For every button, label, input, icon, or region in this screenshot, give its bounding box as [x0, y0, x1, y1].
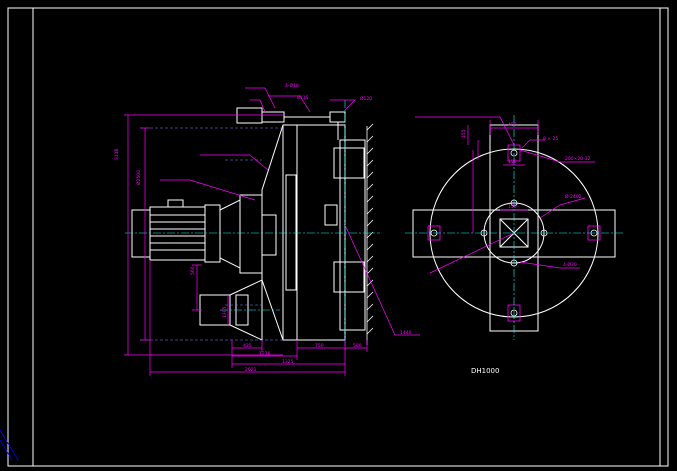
plan-view: 400 155 8 × 25 150 150 Ø 2400 200×20-12 … [405, 115, 625, 340]
plan-slot: 8 × 25 [543, 136, 558, 142]
side-dimension-text: 3118 Ø2500 560 1305 435 1270 750 580 132… [114, 82, 412, 373]
drawing-title-line-1: DH1000 [471, 367, 499, 375]
dim-top-a: 4-Ø18 [285, 82, 299, 89]
wall-hatch [366, 123, 374, 345]
dim-dia-left: Ø2500 [135, 170, 142, 185]
plan-center-lines [405, 115, 625, 340]
dim-d1: 1440 [400, 330, 412, 336]
plan-radius: Ø 2400 [565, 193, 582, 200]
dimension-lines [124, 87, 420, 376]
dim-d5: 580 [353, 343, 362, 349]
motor [131, 194, 277, 274]
dim-d6: 1325 [282, 359, 294, 365]
plan-dia-label: 4-Ø30 [563, 261, 577, 268]
dim-vert-small: 560 [190, 266, 196, 275]
side-view: 3118 Ø2500 560 1305 435 1270 750 580 132… [114, 82, 420, 376]
corner-mark [0, 429, 19, 461]
dim-d4: 750 [315, 343, 324, 349]
dim-d7: 2021 [245, 367, 257, 373]
plan-dimension-text: 400 155 8 × 25 150 150 Ø 2400 200×20-12 … [461, 122, 591, 268]
outer-frame [7, 7, 669, 467]
center-lines [125, 100, 380, 350]
dim-vert-mid: 1305 [222, 306, 228, 318]
dim-vert-total: 3118 [114, 148, 120, 160]
plan-offset-left: 155 [461, 129, 467, 138]
title-block: DH1000 [471, 367, 499, 375]
plan-center-b: 150 [508, 204, 517, 210]
plan-right-note: 200×20-12 [565, 156, 591, 162]
top-drive [236, 107, 346, 140]
plan-center-a: 150 [508, 159, 517, 165]
dim-top-b: 8115 [297, 95, 309, 101]
plan-dimension-lines [415, 116, 595, 274]
dim-top-c: Ø120 [360, 95, 372, 102]
inner-frame [32, 7, 661, 467]
dim-d3: 1270 [259, 351, 271, 357]
plan-width-top: 400 [508, 122, 517, 128]
dim-d2: 435 [243, 343, 252, 349]
machine-body [261, 124, 366, 341]
